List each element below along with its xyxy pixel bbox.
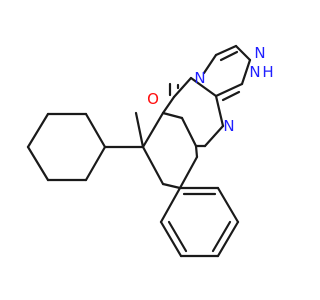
oxygen-label: O [147, 90, 159, 108]
triazole-ring [202, 44, 252, 102]
nitrogen-ring-label: N [194, 69, 205, 87]
benzene-ring [159, 186, 240, 258]
hydrogen-label: H [262, 63, 273, 81]
quaternary-carbon-bonds [103, 111, 165, 186]
molecule-diagram: O N N N H N [26, 44, 274, 258]
nitrogen-top-label: N [254, 44, 265, 62]
nitrogen-mid-label: N [249, 63, 260, 81]
pyrimidinone-ring [161, 76, 225, 148]
atom-labels: O N N N H N [147, 44, 274, 135]
nitrogen-bottom-label: N [223, 117, 234, 135]
cyclohexyl-ring [26, 112, 107, 182]
dihydro-ring [161, 111, 199, 190]
